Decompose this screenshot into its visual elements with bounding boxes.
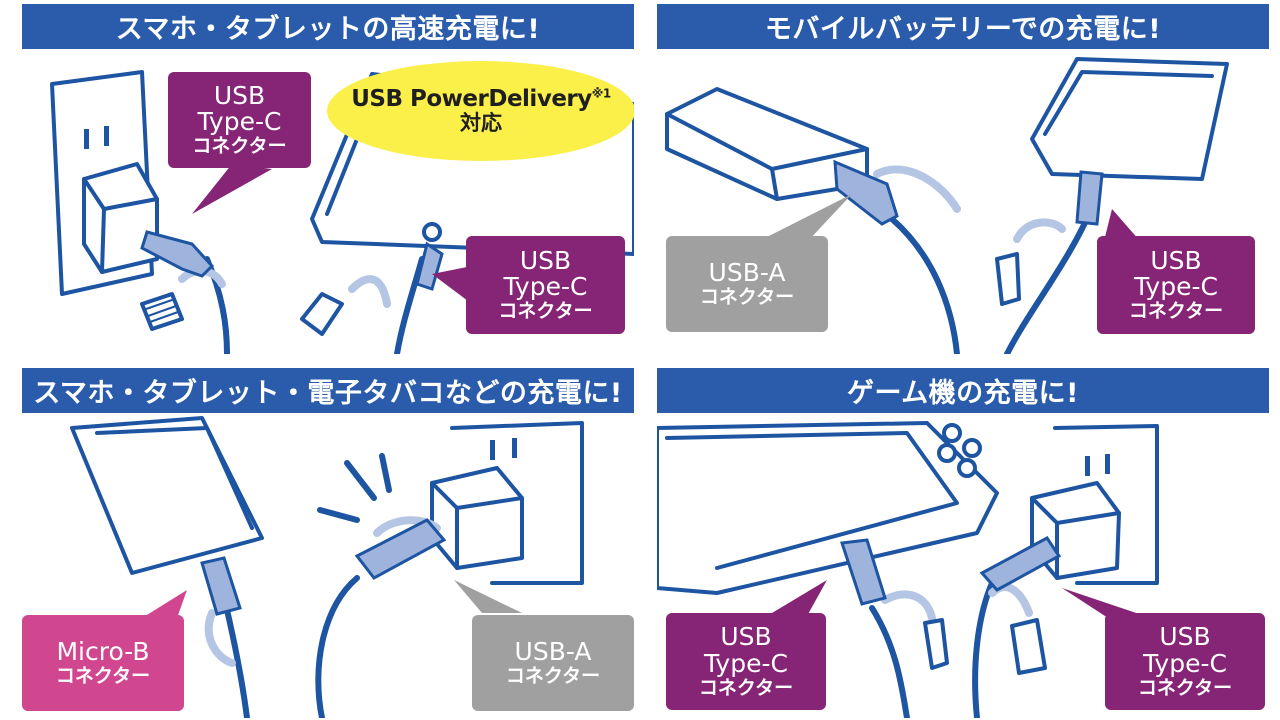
callout-usb-type-c-charger: USB Type-C コネクター <box>168 72 311 168</box>
callout-usb-type-c-phone: USB Type-C コネクター <box>1097 236 1255 334</box>
power-delivery-support: 対応 <box>460 111 502 136</box>
callout-usb-type-c-console: USB Type-C コネクター <box>666 613 826 710</box>
panel-title: ゲーム機の充電に! <box>657 368 1269 413</box>
footnote-mark: ※1 <box>591 86 612 101</box>
power-delivery-badge: USB PowerDelivery※1 対応 <box>327 61 634 161</box>
callout-usb-a-charger: USB-A コネクター <box>472 615 634 711</box>
callout-micro-b-phone: Micro-B コネクター <box>22 615 184 711</box>
panel-title: スマホ・タブレット・電子タバコなどの充電に! <box>22 368 634 413</box>
callout-usb-type-c-charger-console: USB Type-C コネクター <box>1105 613 1265 710</box>
panel-title: モバイルバッテリーでの充電に! <box>657 4 1269 49</box>
panel-mobile-battery-charge: モバイルバッテリーでの充電に! USB-A コネクター USB Ty <box>657 4 1269 354</box>
panel-title: スマホ・タブレットの高速充電に! <box>22 4 634 49</box>
callout-usb-a-battery: USB-A コネクター <box>666 236 828 332</box>
callout-usb-type-c-tablet: USB Type-C コネクター <box>466 236 625 334</box>
panel-game-console-charge: ゲーム機の充電に! <box>657 368 1269 718</box>
illustration-mobile-battery-phone <box>665 57 1229 354</box>
panel-phone-tablet-ecig-charge: スマホ・タブレット・電子タバコなどの充電に! <box>22 368 634 718</box>
power-delivery-label: USB PowerDelivery※1 <box>351 85 612 112</box>
illustration-phone-wall-charger <box>70 416 584 718</box>
panel-smartphone-tablet-fast-charge: スマホ・タブレットの高速充電に! <box>22 4 634 354</box>
illustration-game-console-charger <box>657 421 1159 718</box>
